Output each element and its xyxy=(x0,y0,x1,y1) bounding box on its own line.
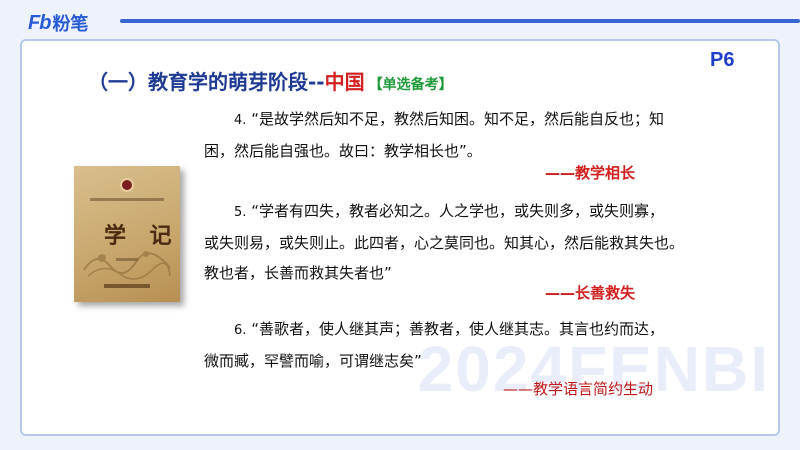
title-main: （一）教育学的萌芽阶段-- xyxy=(88,70,325,94)
quote-line: 困，然后能自强也。故曰：教学相长也”。 xyxy=(204,142,482,160)
title-tag: 【单选备考】 xyxy=(368,77,453,93)
top-bar: Fb 粉笔 xyxy=(0,0,800,36)
book-publisher-line xyxy=(104,284,150,288)
logo-mark: Fb xyxy=(28,11,51,34)
page-number: P6 xyxy=(710,49,735,71)
quote-line: 教也者，长善而救其失者也” xyxy=(204,264,392,282)
slide-title: （一）教育学的萌芽阶段--中国【单选备考】 xyxy=(88,66,453,95)
book-emblem-icon xyxy=(120,178,134,192)
quote-line: 6. “善歌者，使人继其声；善教者，使人继其志。其言也约而达， xyxy=(234,320,664,338)
book-series-line xyxy=(90,198,164,201)
book-title: 学 记 xyxy=(104,223,180,249)
book-author-line xyxy=(116,258,138,261)
logo-text: 粉笔 xyxy=(52,14,89,35)
quote-5-source: ——长善救失 xyxy=(545,284,636,302)
quote-line: 或失则易，或失则止。此四者，心之莫同也。知其心，然后能救其失也。 xyxy=(204,234,685,252)
book-decoration-icon xyxy=(83,251,171,280)
quote-6-source: ——教学语言简约生动 xyxy=(503,380,654,398)
header-divider xyxy=(120,19,800,23)
quote-line: 4. “是故学然后知不足，教然后知困。知不足，然后能自反也；知 xyxy=(234,110,664,128)
quote-4: 4. “是故学然后知不足，教然后知困。知不足，然后能自反也；知 困，然后能自强也… xyxy=(204,104,664,166)
watermark: 2024FENBI xyxy=(417,333,770,405)
quote-6: 6. “善歌者，使人继其声；善教者，使人继其志。其言也约而达， 微而臧，罕譬而喻… xyxy=(204,314,664,376)
quote-line: 微而臧，罕譬而喻，可谓继志矣” xyxy=(204,352,422,370)
fenbi-logo: Fb 粉笔 xyxy=(28,10,88,36)
title-highlight: 中国 xyxy=(324,70,365,94)
quote-number: 4. xyxy=(234,113,247,128)
quote-number: 6. xyxy=(234,323,247,338)
quote-4-source: ——教学相长 xyxy=(545,164,636,182)
book-cover-image: 学 记 xyxy=(74,166,180,302)
quote-line: 5. “学者有四失，教者必知之。人之学也，或失则多，或失则寡， xyxy=(234,202,664,220)
quote-5: 5. “学者有四失，教者必知之。人之学也，或失则多，或失则寡， 或失则易，或失则… xyxy=(204,196,684,288)
quote-number: 5. xyxy=(234,205,247,220)
